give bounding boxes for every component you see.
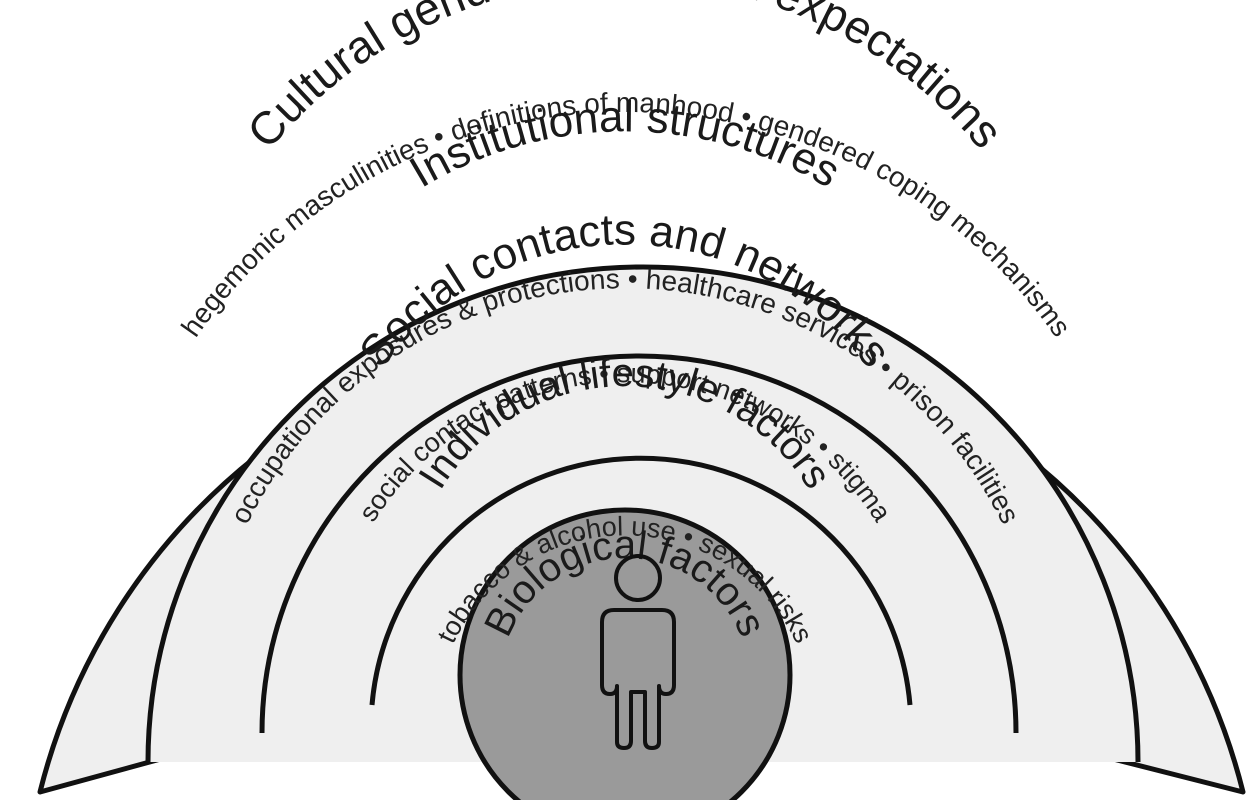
core-circle xyxy=(457,507,793,800)
institutional-title: Institutional structures xyxy=(402,92,849,197)
person-icon xyxy=(600,554,676,750)
